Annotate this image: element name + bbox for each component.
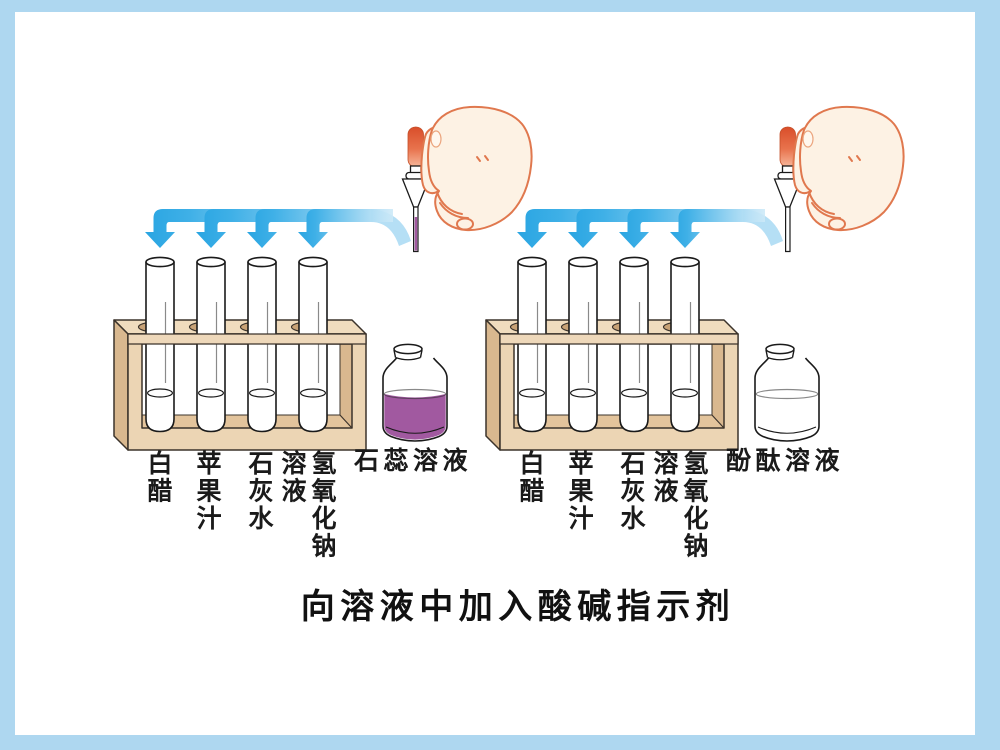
station-litmus [113,105,533,451]
tube-label: 苹果汁 [193,450,222,533]
tube-label: 白醋 [144,450,173,505]
tube-label: 苹果汁 [565,450,594,533]
bottle-label: 酚酞溶液 [726,446,845,475]
tube-label: 白醋 [516,450,545,505]
bottle-label: 石蕊溶液 [354,446,473,475]
figure-caption: 向溶液中加入酸碱指示剂 [300,587,736,627]
tube-label: 氢氧化钠溶液 [278,450,337,560]
tube-label: 石灰水 [617,450,646,533]
tube-label: 石灰水 [245,450,274,533]
station-phenolphthalein [485,105,905,451]
tube-label: 氢氧化钠溶液 [650,450,709,560]
